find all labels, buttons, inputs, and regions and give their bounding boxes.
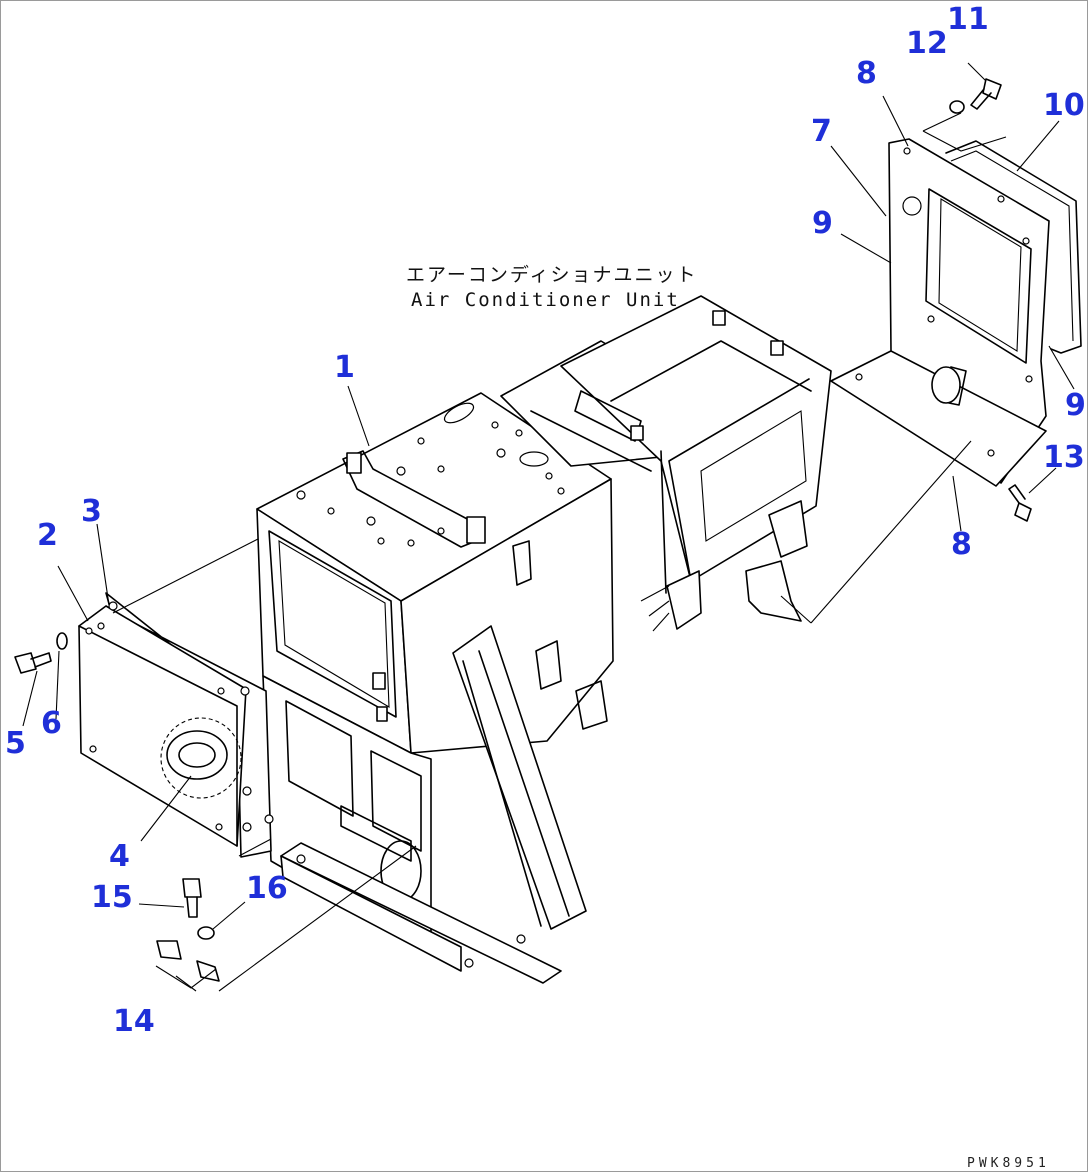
right-cover-assembly [830, 138, 1082, 487]
part-label-12[interactable]: 12 [906, 26, 948, 61]
part-label-3[interactable]: 3 [81, 494, 102, 529]
drawing-code: PWK8951 [967, 1156, 1050, 1171]
part-label-16[interactable]: 16 [246, 871, 288, 906]
part-label-1[interactable]: 1 [334, 350, 355, 385]
part-label-7[interactable]: 7 [811, 114, 832, 149]
part-label-15[interactable]: 15 [91, 880, 133, 915]
part-label-9-left[interactable]: 9 [812, 206, 833, 241]
part-label-9-right[interactable]: 9 [1065, 388, 1086, 423]
air-conditioner-unit [500, 295, 832, 632]
part-label-8-bottom[interactable]: 8 [951, 527, 972, 562]
caption-en: Air Conditioner Unit [411, 289, 680, 311]
part-label-14[interactable]: 14 [113, 1004, 155, 1039]
caption-jp: エアーコンディショナユニット [406, 264, 698, 286]
main-housing [256, 392, 614, 984]
left-cover-assembly [78, 592, 274, 858]
part-label-8-top[interactable]: 8 [856, 56, 877, 91]
part-label-4[interactable]: 4 [109, 839, 130, 874]
part-label-2[interactable]: 2 [37, 518, 58, 553]
leader-lines [22, 62, 1075, 992]
part-label-6[interactable]: 6 [41, 706, 62, 741]
part-label-10[interactable]: 10 [1043, 88, 1085, 123]
part-label-13[interactable]: 13 [1043, 440, 1085, 475]
fasteners [14, 78, 1032, 982]
part-label-5[interactable]: 5 [5, 726, 26, 761]
part-label-11[interactable]: 11 [947, 2, 989, 37]
